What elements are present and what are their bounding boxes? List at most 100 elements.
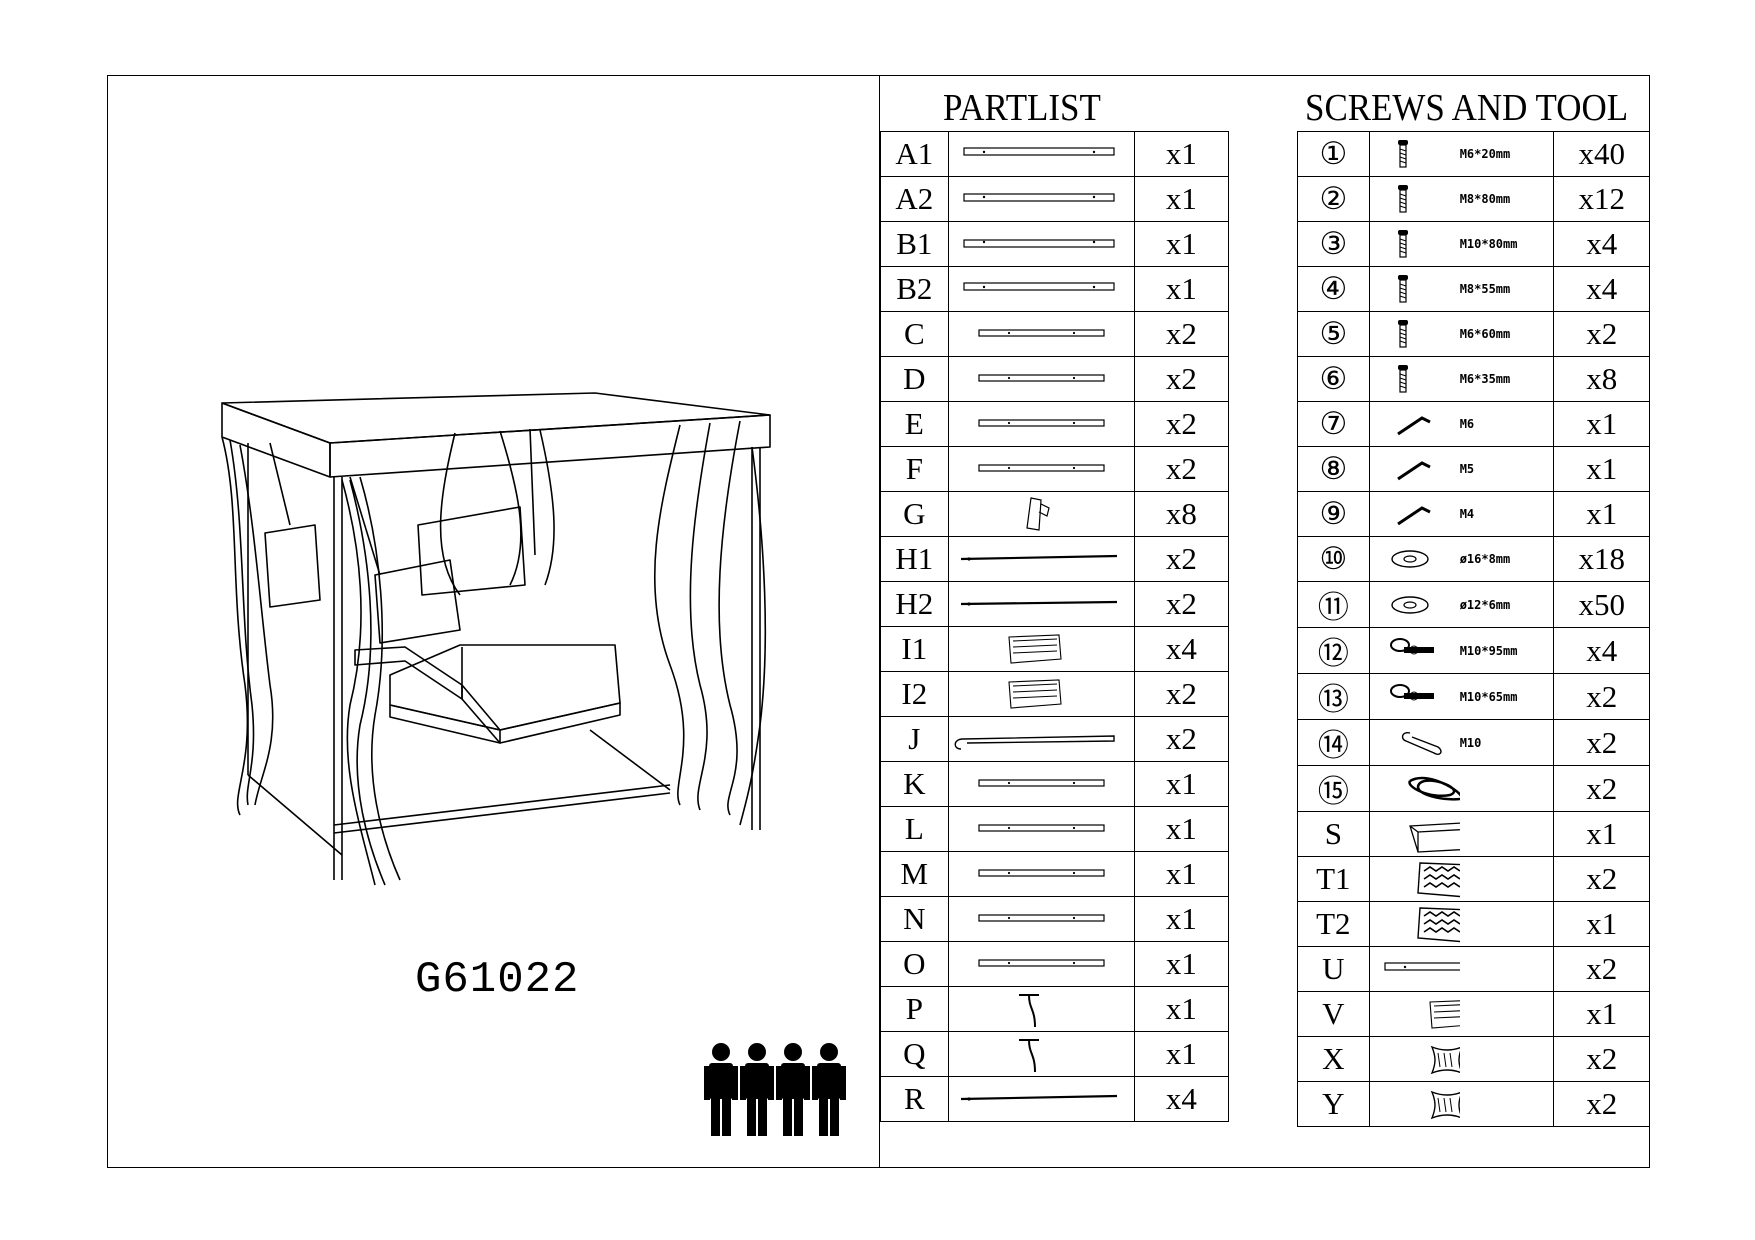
screw-number: V (1297, 991, 1370, 1037)
screw-picture: M6*60mm (1368, 311, 1555, 357)
part-quantity: x2 (1133, 311, 1230, 357)
part-quantity: x1 (1133, 221, 1230, 267)
screw-picture: ø16*8mm (1368, 536, 1555, 582)
part-quantity: x1 (1133, 851, 1230, 897)
bar-icon (949, 449, 1134, 489)
cushion-icon (1370, 904, 1460, 944)
screw-picture (1368, 811, 1555, 857)
part-label: A1 (880, 131, 949, 177)
part-quantity: x1 (1133, 896, 1230, 942)
part-picture (947, 131, 1135, 177)
screw-quantity: x2 (1553, 719, 1650, 766)
screw-picture (1368, 1036, 1555, 1082)
part-picture (947, 626, 1135, 672)
screw-picture: M10 (1368, 719, 1555, 766)
screw-picture: M5 (1368, 446, 1555, 492)
page-frame (107, 75, 1650, 1168)
part-label: I1 (880, 626, 949, 672)
cord-icon (1370, 769, 1460, 809)
part-picture (947, 941, 1135, 987)
part-quantity: x2 (1133, 536, 1230, 582)
screw-quantity: x2 (1553, 946, 1650, 992)
screw-quantity: x2 (1553, 1036, 1650, 1082)
screw-number: ⑥ (1297, 356, 1370, 402)
part-quantity: x1 (1133, 806, 1230, 852)
screw-number: ⑩ (1297, 536, 1370, 582)
screw-quantity: x1 (1553, 401, 1650, 447)
screw-spec: M4 (1459, 507, 1475, 521)
part-label: Q (880, 1031, 949, 1077)
bent-tube-icon (949, 1034, 1134, 1074)
bar-icon (949, 944, 1134, 984)
bar-icon (949, 899, 1134, 939)
bolt-icon (1370, 179, 1460, 219)
long-bar-icon (1370, 949, 1460, 989)
screw-number: T2 (1297, 901, 1370, 947)
screw-picture (1368, 901, 1555, 947)
long-bar-icon (949, 224, 1134, 264)
bolt-icon (1370, 269, 1460, 309)
part-quantity: x1 (1133, 1031, 1230, 1077)
screw-picture: ø12*6mm (1368, 581, 1555, 628)
part-label: A2 (880, 176, 949, 222)
bar-icon (949, 359, 1134, 399)
screw-number: S (1297, 811, 1370, 857)
part-picture (947, 401, 1135, 447)
part-quantity: x2 (1133, 671, 1230, 717)
screw-spec: M10*65mm (1459, 689, 1518, 704)
allen-key-icon (1370, 449, 1460, 489)
part-picture (947, 311, 1135, 357)
box-icon (1370, 814, 1460, 854)
screw-number: ⑤ (1297, 311, 1370, 357)
part-picture (947, 536, 1135, 582)
page-divider (879, 75, 880, 1168)
part-label: P (880, 986, 949, 1032)
bar-icon (949, 809, 1134, 849)
screw-number: ③ (1297, 221, 1370, 267)
part-label: I2 (880, 671, 949, 717)
fabric-icon (1370, 994, 1460, 1034)
long-bar-icon (949, 179, 1134, 219)
screw-number: ④ (1297, 266, 1370, 312)
screw-quantity: x1 (1553, 901, 1650, 947)
part-picture (947, 176, 1135, 222)
part-picture (947, 356, 1135, 402)
screw-quantity: x8 (1553, 356, 1650, 402)
part-label: N (880, 896, 949, 942)
bracket-icon (949, 494, 1134, 534)
screw-spec: ø12*6mm (1459, 597, 1511, 612)
screw-spec: M6*60mm (1459, 327, 1511, 341)
cushion-icon (1370, 859, 1460, 899)
screw-spec: M6*35mm (1459, 372, 1511, 386)
screw-row: T2 x1 (1297, 901, 1650, 947)
rod-icon (949, 1079, 1134, 1119)
screw-quantity: x4 (1553, 627, 1650, 674)
bolt-icon (1370, 314, 1460, 354)
washer-icon (1370, 585, 1460, 625)
hook-bar-icon (949, 719, 1134, 759)
screw-picture: M6*20mm (1368, 131, 1555, 177)
screw-quantity: x1 (1553, 991, 1650, 1037)
